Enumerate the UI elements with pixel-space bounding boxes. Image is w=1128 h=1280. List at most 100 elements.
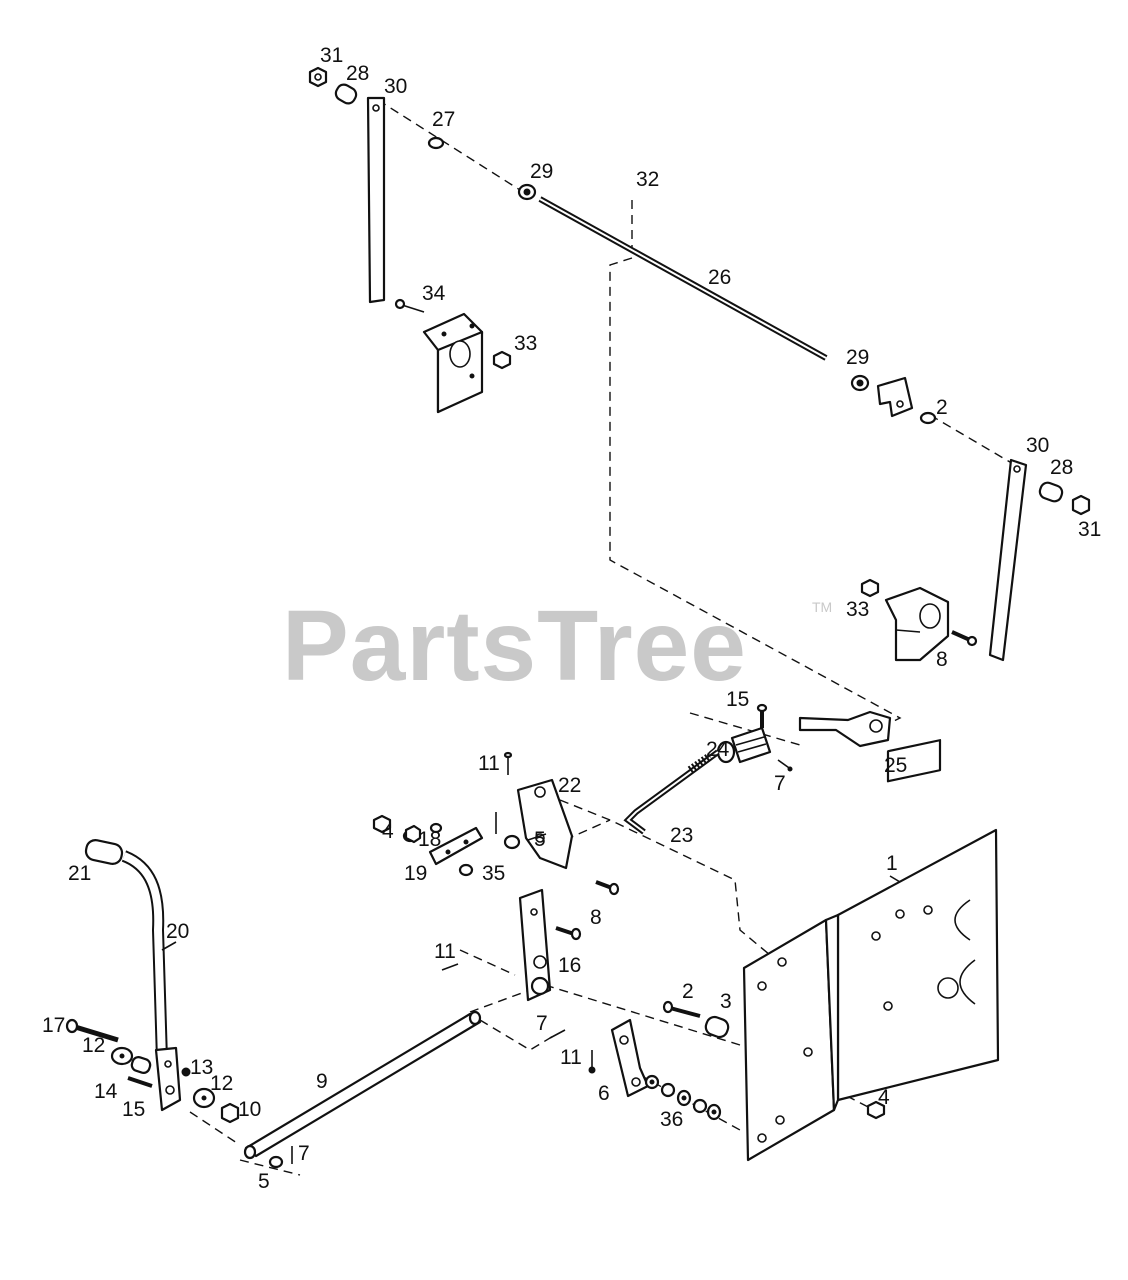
callout-23: 23 xyxy=(670,824,693,847)
spacer-14 xyxy=(130,1056,152,1074)
callout-31: 31 xyxy=(1078,518,1101,541)
callout-24: 24 xyxy=(706,738,730,761)
pin-15-upper xyxy=(756,703,768,728)
callout-8: 8 xyxy=(590,906,602,929)
pin-11-lower xyxy=(588,1050,596,1074)
callout-21: 21 xyxy=(68,862,91,885)
pin-15-lower xyxy=(127,1076,153,1088)
callout-16: 16 xyxy=(558,954,581,977)
callout-22: 22 xyxy=(558,774,581,797)
watermark-text: PartsTree xyxy=(282,590,747,702)
bracket-16 xyxy=(518,888,552,1002)
callout-12: 12 xyxy=(210,1072,233,1095)
callout-25: 25 xyxy=(884,754,907,777)
callout-10: 10 xyxy=(238,1098,261,1121)
rod-26 xyxy=(538,196,828,361)
callout-30: 30 xyxy=(1026,434,1049,457)
callout-31: 31 xyxy=(320,44,343,67)
callout-2: 2 xyxy=(936,396,948,419)
watermark-trademark: TM xyxy=(812,599,832,615)
main-plate-1 xyxy=(836,739,1000,1102)
grip-21 xyxy=(84,839,124,865)
nut-10 xyxy=(220,1102,240,1124)
nut-31-left xyxy=(308,66,328,88)
callout-20: 20 xyxy=(166,920,189,943)
nut-4-lower xyxy=(866,1100,886,1120)
pivot-bracket-left xyxy=(422,312,484,414)
nut-13 xyxy=(181,1067,191,1077)
callout-26: 26 xyxy=(708,266,731,289)
callout-15: 15 xyxy=(726,688,749,711)
callout-30: 30 xyxy=(384,75,407,98)
handle-bracket xyxy=(154,1046,182,1112)
callout-33: 33 xyxy=(846,598,869,621)
callout-6: 6 xyxy=(598,1082,610,1105)
callout-36: 36 xyxy=(660,1108,683,1131)
nut-33-left xyxy=(492,350,512,370)
spacer-28-left xyxy=(334,83,358,105)
callout-19: 19 xyxy=(404,862,427,885)
callout-29: 29 xyxy=(846,346,869,369)
nut-35 xyxy=(458,863,474,877)
lift-arm-left xyxy=(366,96,386,304)
spacer-3 xyxy=(704,1015,730,1039)
callout-2: 2 xyxy=(682,980,694,1003)
callout-27: 27 xyxy=(432,108,455,131)
lever-25 xyxy=(798,710,892,748)
callout-4: 4 xyxy=(878,1086,890,1109)
pin-11-upper xyxy=(503,751,513,775)
washers-36 xyxy=(644,1074,722,1121)
bolt-8-middle xyxy=(555,880,620,941)
callout-28: 28 xyxy=(1050,456,1073,479)
bushing-29-right xyxy=(850,374,870,392)
lever-6 xyxy=(610,1018,650,1098)
callout-7: 7 xyxy=(774,772,786,795)
cotter-7-middle xyxy=(549,1029,566,1039)
callout-9: 9 xyxy=(316,1070,328,1093)
callout-1: 1 xyxy=(886,852,898,875)
callout-17: 17 xyxy=(42,1014,65,1037)
handle-20 xyxy=(121,850,168,1061)
nut-31-right xyxy=(1071,494,1091,516)
side-panel xyxy=(742,913,840,1162)
bolt-2-lower xyxy=(662,1000,701,1018)
washer-12-right xyxy=(192,1087,216,1109)
callout-35: 35 xyxy=(482,862,505,885)
washer-12-left xyxy=(110,1046,134,1066)
callout-5: 5 xyxy=(534,828,546,851)
washer-2-upper xyxy=(919,411,937,425)
callout-34: 34 xyxy=(422,282,446,305)
nut-33-right xyxy=(860,578,880,598)
callout-3: 3 xyxy=(720,990,732,1013)
plate-19 xyxy=(428,826,484,866)
pivot-bracket-right xyxy=(884,586,950,662)
callout-4: 4 xyxy=(382,820,394,843)
callout-18: 18 xyxy=(418,828,441,851)
lift-arm-right xyxy=(988,458,1028,662)
washer-27 xyxy=(427,136,445,150)
bolt-17 xyxy=(65,1018,119,1043)
bolt-34 xyxy=(394,298,425,313)
callout-14: 14 xyxy=(94,1080,118,1103)
callout-33: 33 xyxy=(514,332,537,355)
callout-32: 32 xyxy=(636,168,659,191)
callout-13: 13 xyxy=(190,1056,213,1079)
callout-11: 11 xyxy=(560,1046,582,1069)
rod-9 xyxy=(243,1010,482,1160)
callout-28: 28 xyxy=(346,62,369,85)
callout-7: 7 xyxy=(298,1142,310,1165)
callout-15: 15 xyxy=(122,1098,145,1121)
callout-11: 11 xyxy=(478,752,500,775)
rod-23 xyxy=(623,749,720,835)
leader-lines xyxy=(161,833,901,951)
washer-5-upper xyxy=(495,812,521,850)
cotter-7-upper xyxy=(777,759,793,772)
callout-12: 12 xyxy=(82,1034,105,1057)
callout-29: 29 xyxy=(530,160,553,183)
callout-8: 8 xyxy=(936,648,948,671)
bolt-8-upper xyxy=(951,630,978,647)
callout-7: 7 xyxy=(536,1012,548,1035)
callout-5: 5 xyxy=(258,1170,270,1193)
washer-5-lower xyxy=(268,1155,284,1169)
